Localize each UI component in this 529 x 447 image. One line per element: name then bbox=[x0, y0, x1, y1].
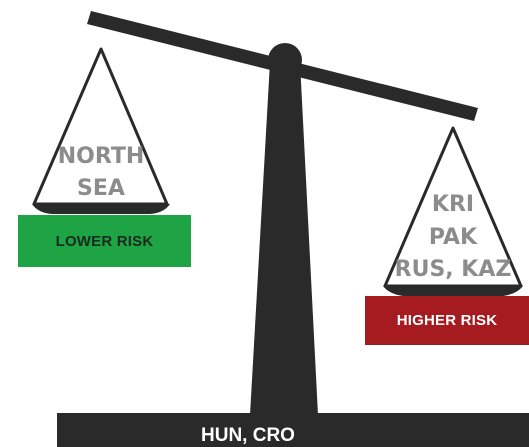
right-pan-line-3: RUS, KAZ bbox=[395, 257, 512, 282]
scale-pivot bbox=[268, 43, 302, 77]
base-label: HUN, CRO bbox=[201, 425, 295, 446]
higher-risk-badge: HIGHER RISK bbox=[365, 296, 529, 345]
left-pan: NORTH SEA bbox=[32, 47, 170, 214]
lower-risk-label: LOWER RISK bbox=[55, 232, 154, 250]
lower-risk-badge: LOWER RISK bbox=[18, 215, 191, 267]
left-pan-line-1: NORTH bbox=[58, 144, 145, 169]
left-pan-line-2: SEA bbox=[77, 176, 125, 201]
right-pan-line-2: PAK bbox=[429, 225, 478, 250]
higher-risk-label: HIGHER RISK bbox=[396, 312, 498, 329]
right-pan: KRI PAK RUS, KAZ bbox=[383, 126, 523, 296]
scale-pillar bbox=[250, 52, 318, 415]
scale-base: HUN, CRO bbox=[57, 413, 529, 447]
right-pan-line-1: KRI bbox=[432, 192, 474, 217]
